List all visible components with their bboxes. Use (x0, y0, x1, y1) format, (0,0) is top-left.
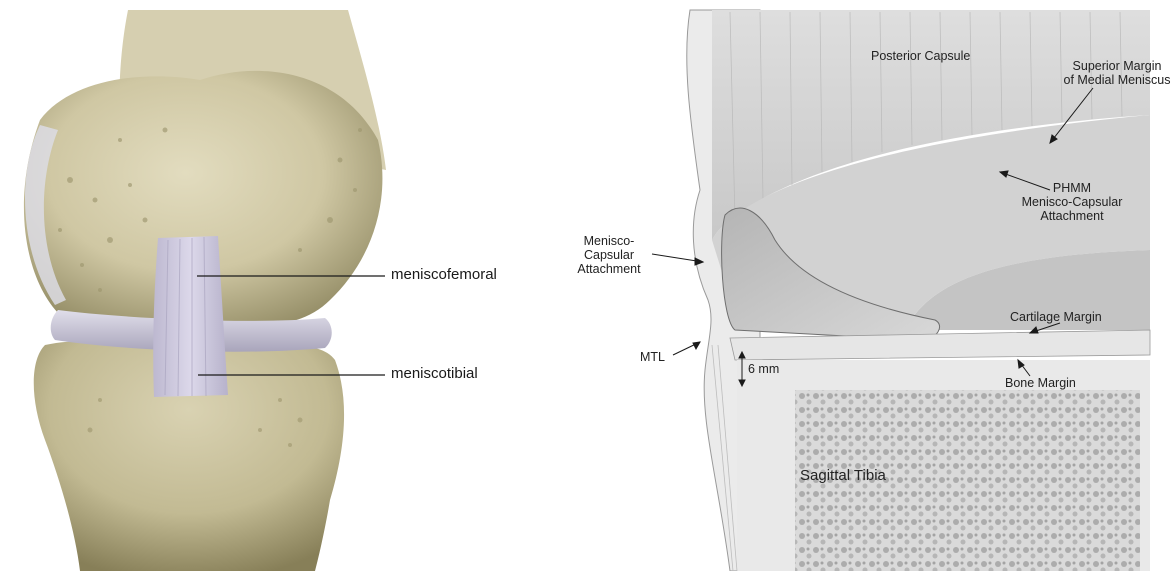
mc-line1: Menisco- (568, 234, 650, 248)
phmm-label: PHMM Menisco-Capsular Attachment (1010, 181, 1134, 223)
ligament (153, 236, 228, 397)
superior-margin-line2: of Medial Meniscus (1060, 73, 1174, 87)
phmm-line1: PHMM (1010, 181, 1134, 195)
superior-margin-label: Superior Margin of Medial Meniscus (1060, 59, 1174, 87)
sagittal-tibia-label: Sagittal Tibia (800, 467, 886, 484)
meniscotibial-label: meniscotibial (391, 365, 478, 382)
mc-line2: Capsular (568, 248, 650, 262)
knee-joint-illustration (0, 0, 560, 571)
mtl-label: MTL (640, 350, 665, 364)
meniscofemoral-label: meniscofemoral (391, 266, 497, 283)
mc-line3: Attachment (568, 262, 650, 276)
six-mm-label: 6 mm (748, 362, 779, 376)
superior-margin-line1: Superior Margin (1060, 59, 1174, 73)
posterior-capsule-label: Posterior Capsule (871, 49, 970, 63)
cartilage-layer (730, 330, 1150, 360)
cartilage-margin-label: Cartilage Margin (1010, 310, 1102, 324)
phmm-line2: Menisco-Capsular (1010, 195, 1134, 209)
phmm-line3: Attachment (1010, 209, 1134, 223)
menisco-capsular-label: Menisco- Capsular Attachment (568, 234, 650, 276)
bone-margin-label: Bone Margin (1005, 376, 1076, 390)
